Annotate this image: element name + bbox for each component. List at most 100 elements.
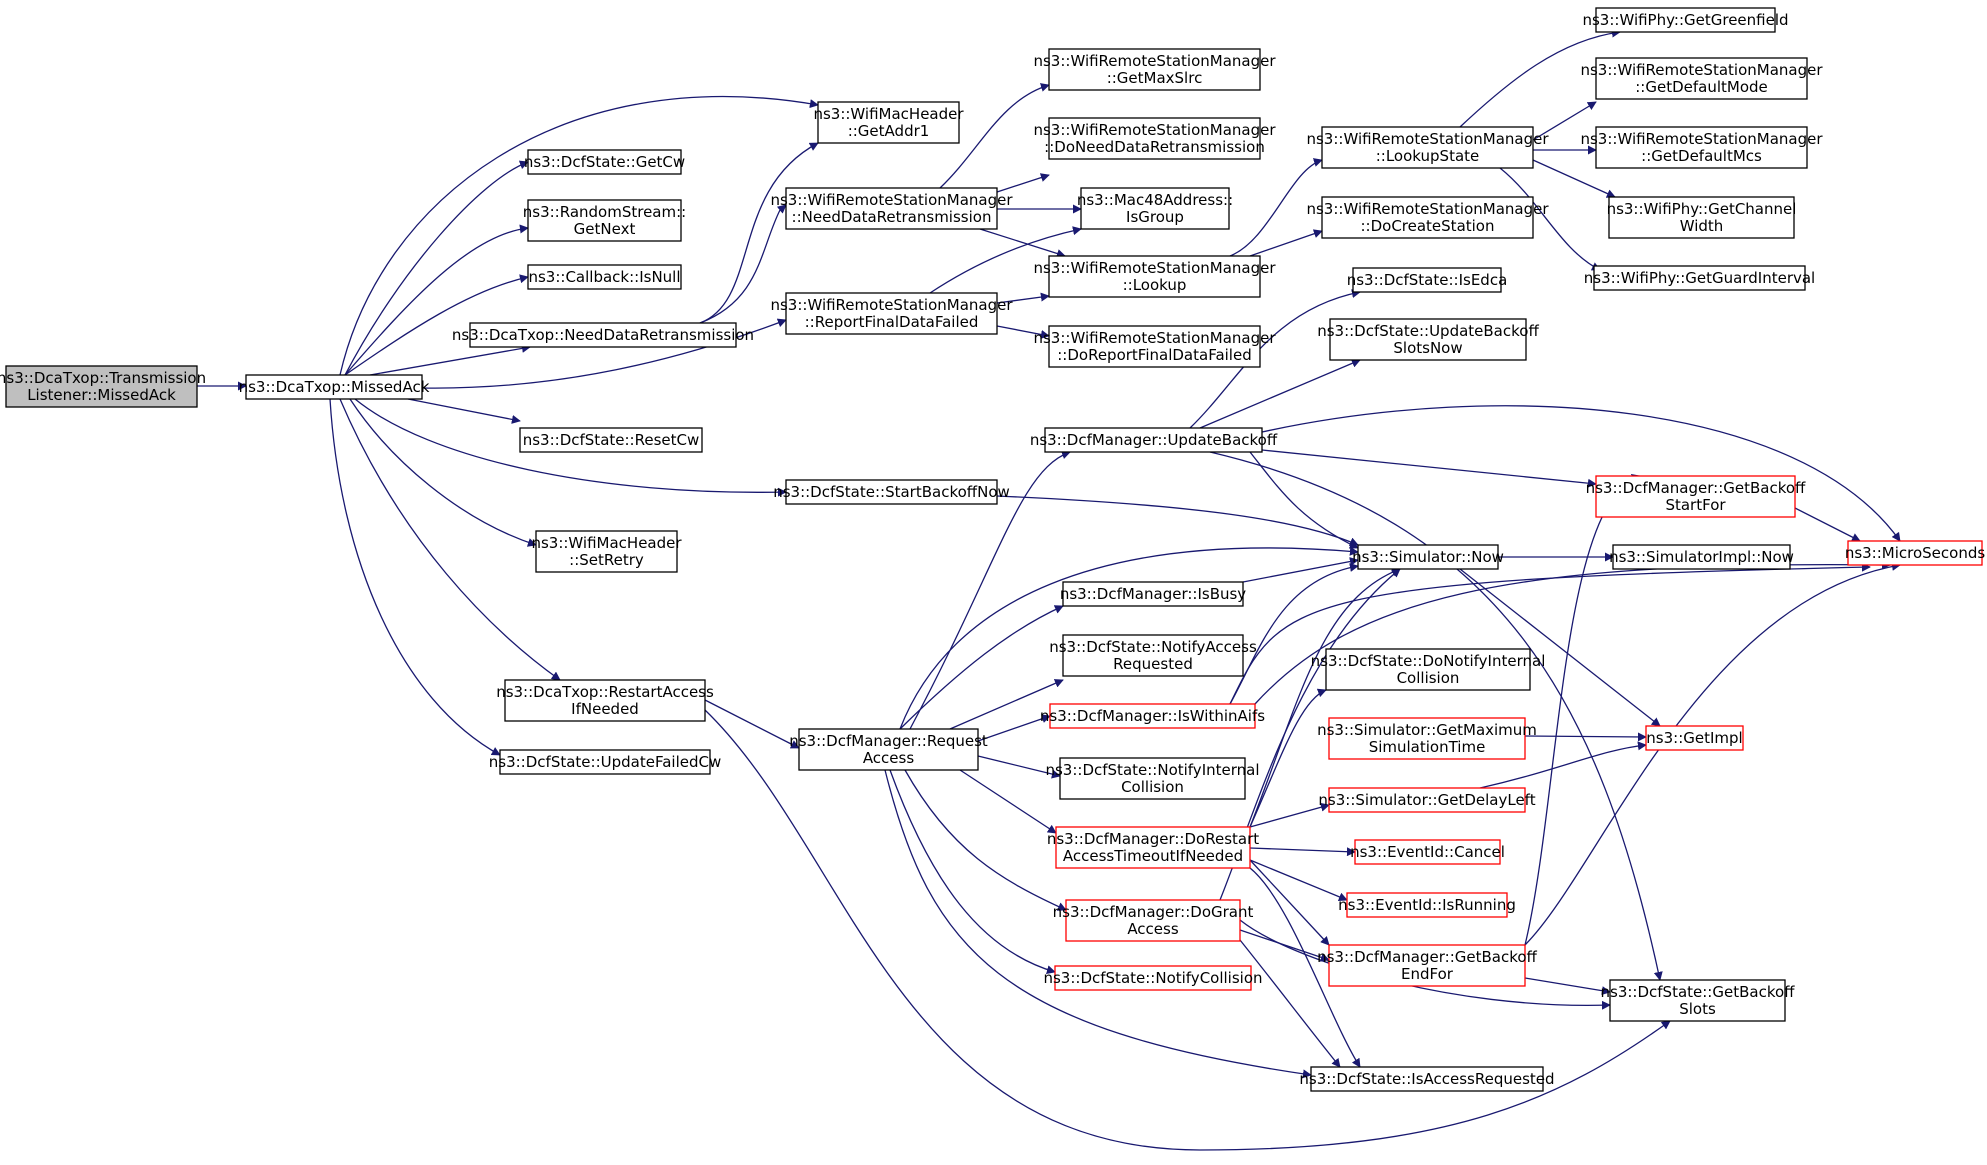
node-label-line: ns3::DcfManager::Request <box>789 732 988 750</box>
function-node-n46[interactable]: ns3::EventId::IsRunning <box>1338 892 1516 918</box>
function-node-n8[interactable]: ns3::WifiMacHeader::SetRetry <box>531 530 682 573</box>
function-node-n11[interactable]: ns3::WifiRemoteStationManager::NeedDataR… <box>770 187 1013 230</box>
edge-path <box>996 292 1050 304</box>
function-node-n1[interactable]: ns3::DcaTxop::MissedAck <box>239 374 430 400</box>
function-node-n49[interactable]: ns3::DcfState::IsAccessRequested <box>1299 1066 1555 1092</box>
node-box <box>1352 267 1502 293</box>
edge-path <box>421 318 787 389</box>
node-box <box>1346 892 1508 918</box>
node-box <box>1595 126 1808 169</box>
edge-path <box>344 274 529 376</box>
call-edge-e49 <box>884 769 1312 1079</box>
function-node-n5[interactable]: ns3::Callback::IsNull <box>527 264 682 290</box>
function-node-n12[interactable]: ns3::WifiRemoteStationManager::ReportFin… <box>770 292 1013 335</box>
function-node-n6[interactable]: ns3::DcaTxop::NeedDataRetransmission <box>452 322 754 348</box>
edge-path <box>699 142 819 324</box>
function-node-n30[interactable]: ns3::MicroSeconds <box>1845 540 1986 566</box>
function-node-n23[interactable]: ns3::WifiRemoteStationManager::GetDefaul… <box>1580 126 1823 169</box>
function-node-n28[interactable]: ns3::DcfManager::UpdateBackoff <box>1030 427 1278 453</box>
node-label-line: StartFor <box>1665 496 1726 514</box>
function-node-n44[interactable]: ns3::Simulator::GetDelayLeft <box>1318 787 1536 813</box>
call-edge-e31 <box>1261 405 1901 542</box>
function-node-n17[interactable]: ns3::WifiRemoteStationManager::Lookup <box>1033 255 1276 298</box>
function-node-n2[interactable]: ns3::WifiMacHeader::GetAddr1 <box>813 101 964 144</box>
node-label-line: ns3::WifiRemoteStationManager <box>1580 130 1823 148</box>
edge-path <box>1249 802 1330 828</box>
node-box <box>1055 826 1251 869</box>
edge-path <box>977 755 1061 779</box>
function-node-n3[interactable]: ns3::DcfState::GetCw <box>524 149 685 175</box>
function-node-n0[interactable]: ns3::DcaTxop::TransmissionListener::Miss… <box>0 365 206 408</box>
call-edge-e21 <box>996 325 1050 339</box>
call-edge-e4 <box>344 224 529 376</box>
function-node-n26[interactable]: ns3::DcfState::IsEdca <box>1347 267 1508 293</box>
function-node-n19[interactable]: ns3::WifiRemoteStationManager::LookupSta… <box>1306 126 1549 169</box>
node-box <box>1608 196 1795 239</box>
call-edge-e38 <box>1459 568 1661 727</box>
edge-path <box>1261 449 1597 488</box>
call-edge-e10 <box>349 398 537 547</box>
node-label-line: ::SetRetry <box>569 551 644 569</box>
node-box <box>1595 475 1796 518</box>
node-box <box>1328 717 1526 760</box>
node-label-line: Slots <box>1679 1000 1716 1018</box>
function-node-n15[interactable]: ns3::WifiRemoteStationManager::DoNeedDat… <box>1033 117 1276 160</box>
function-node-n38[interactable]: ns3::DcfManager::DoRestartAccessTimeoutI… <box>1047 826 1259 869</box>
node-label-line: ::GetAddr1 <box>848 122 930 140</box>
node-label-line: ns3::DcfManager::DoRestart <box>1047 830 1259 848</box>
call-edge-e22 <box>1229 158 1323 257</box>
call-edge-e47 <box>904 769 1067 911</box>
function-node-n16[interactable]: ns3::Mac48Address::IsGroup <box>1077 187 1233 230</box>
function-node-n21[interactable]: ns3::WifiPhy::GetGreenfield <box>1582 7 1789 33</box>
node-label-line: ns3::WifiPhy::GetChannel <box>1607 200 1797 218</box>
node-label-line: ns3::MicroSeconds <box>1845 544 1986 562</box>
node-box <box>1612 544 1791 570</box>
node-label-line: ns3::DcfState::UpdateFailedCw <box>489 753 721 771</box>
function-node-n25[interactable]: ns3::WifiPhy::GetGuardInterval <box>1584 265 1815 291</box>
function-node-n33[interactable]: ns3::DcfManager::IsBusy <box>1060 581 1246 607</box>
node-label-line: ::DoReportFinalDataFailed <box>1057 346 1251 364</box>
call-edge-e50 <box>704 699 800 749</box>
node-label-line: ns3::DcaTxop::NeedDataRetransmission <box>452 326 754 344</box>
function-node-n20[interactable]: ns3::WifiRemoteStationManager::DoCreateS… <box>1306 196 1549 239</box>
node-label-line: Listener::MissedAck <box>27 386 176 404</box>
node-box <box>1044 427 1263 453</box>
node-box <box>1062 634 1244 677</box>
call-edge-e44 <box>977 714 1051 742</box>
function-node-n18[interactable]: ns3::WifiRemoteStationManager::DoReportF… <box>1033 325 1276 368</box>
node-box <box>5 365 198 408</box>
function-node-n14[interactable]: ns3::WifiRemoteStationManager::GetMaxSlr… <box>1033 48 1276 91</box>
edge-path <box>899 546 1359 730</box>
function-node-n36[interactable]: ns3::DcfManager::IsWithinAifs <box>1040 703 1265 729</box>
edge-path <box>1794 507 1861 542</box>
function-node-n10[interactable]: ns3::DcfState::UpdateFailedCw <box>489 749 721 775</box>
node-box <box>1049 703 1256 729</box>
function-node-n31[interactable]: ns3::Simulator::Now <box>1352 544 1504 570</box>
function-node-n43[interactable]: ns3::GetImpl <box>1645 725 1744 751</box>
function-node-n40[interactable]: ns3::DcfState::NotifyCollision <box>1043 965 1263 991</box>
function-node-n7[interactable]: ns3::DcfState::ResetCw <box>519 427 703 453</box>
edge-path <box>1229 563 1359 705</box>
function-node-n22[interactable]: ns3::WifiRemoteStationManager::GetDefaul… <box>1580 57 1823 100</box>
node-label-line: ns3::DcfManager::DoGrant <box>1053 903 1254 921</box>
call-edge-e60 <box>1249 567 1401 828</box>
function-node-n32[interactable]: ns3::SimulatorImpl::Now <box>1609 544 1794 570</box>
edge-path <box>1242 557 1359 583</box>
function-node-n45[interactable]: ns3::EventId::Cancel <box>1350 839 1505 865</box>
edge-path <box>1249 847 1356 857</box>
function-node-n13[interactable]: ns3::DcfState::StartBackoffNow <box>773 479 1010 505</box>
function-node-n4[interactable]: ns3::RandomStream::GetNext <box>523 199 686 242</box>
